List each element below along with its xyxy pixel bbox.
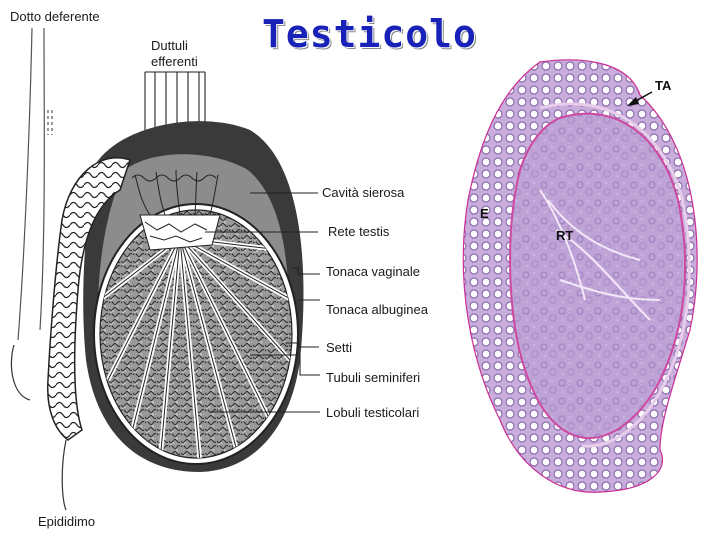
label-rt: RT <box>556 228 574 243</box>
label-setti: Setti <box>326 340 353 355</box>
label-tubuli-seminiferi: Tubuli seminiferi <box>326 370 421 385</box>
label-cavita-sierosa: Cavità sierosa <box>322 185 405 200</box>
micrograph-tunica-albuginea <box>539 102 691 448</box>
label-tonaca-albuginea: Tonaca albuginea <box>326 302 428 317</box>
label-e: E <box>480 206 489 221</box>
label-rete-testis: Rete testis <box>328 224 390 239</box>
efferent-ductules <box>131 169 219 216</box>
label-duttuli: Duttuli <box>151 38 188 53</box>
rete-testis <box>139 214 221 251</box>
page-title: Testicolo <box>262 12 477 56</box>
label-epididimo: Epididimo <box>38 514 96 529</box>
leader-lines <box>205 192 320 413</box>
micrograph-rete-testis <box>539 189 661 321</box>
label-ta: TA <box>655 78 672 93</box>
label-efferenti: efferenti <box>151 54 198 69</box>
label-lobuli-testicolari: Lobuli testicolari <box>326 405 420 420</box>
label-dotto-deferente: Dotto deferente <box>10 9 100 24</box>
vas-deferens <box>17 27 53 341</box>
epididymis <box>46 157 131 441</box>
label-tonaca-vaginale: Tonaca vaginale <box>326 264 420 279</box>
ta-arrow <box>627 91 653 106</box>
micrograph-testis-body <box>509 112 687 440</box>
